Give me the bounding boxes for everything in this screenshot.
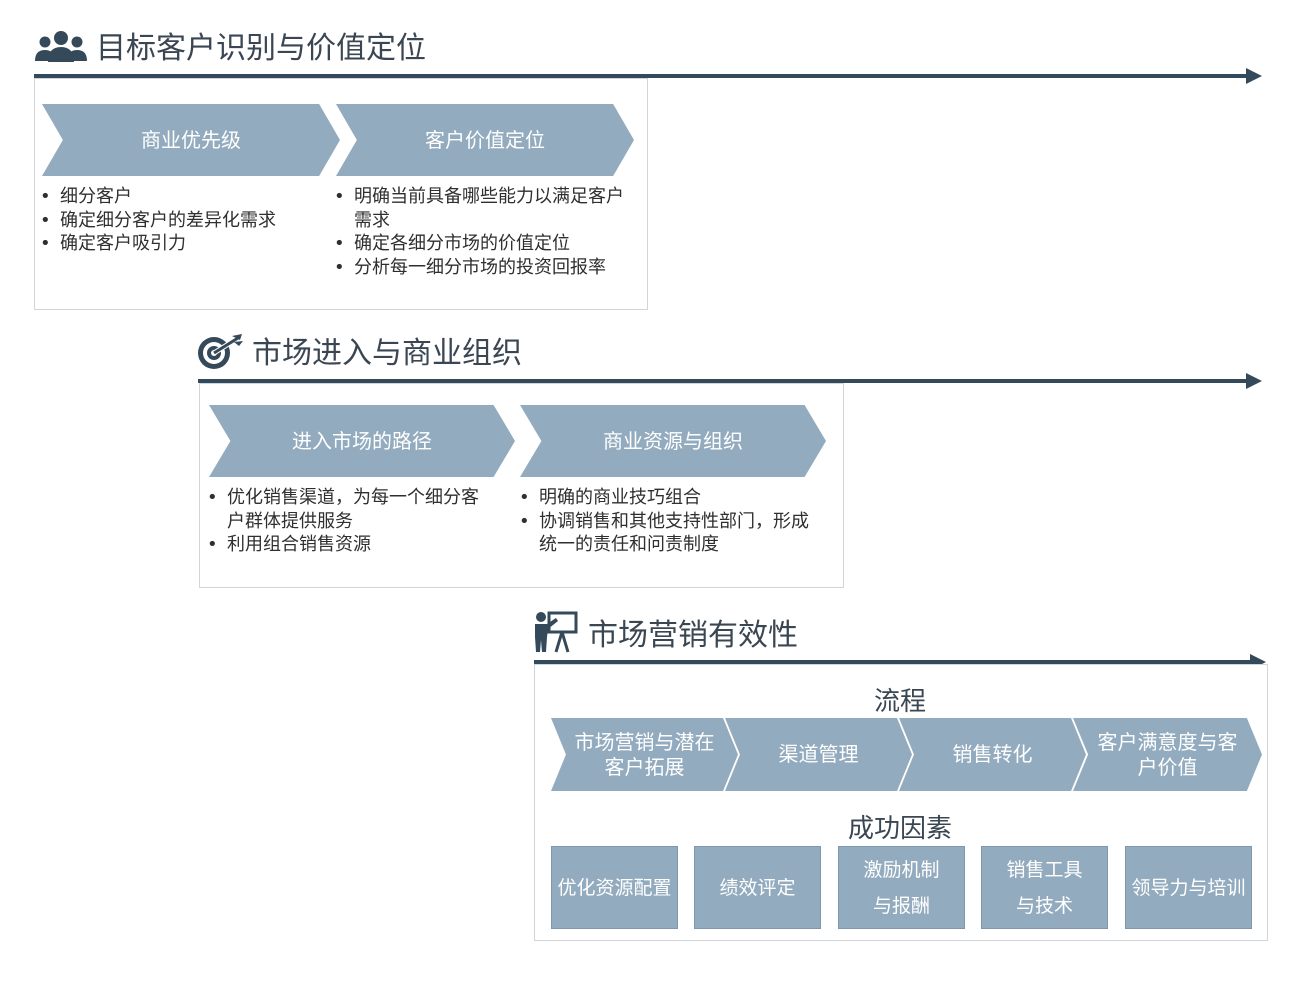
section2-arrow (198, 379, 1246, 383)
section2-bullets-2: 明确的商业技巧组合 协调销售和其他支持性部门，形成统一的责任和问责制度 (519, 486, 819, 557)
presenter-icon (532, 610, 580, 654)
section2-arrow-head (1246, 373, 1262, 389)
users-icon (34, 30, 88, 62)
section3-title: 市场营销有效性 (588, 618, 798, 653)
section1-title: 目标客户识别与价值定位 (96, 31, 426, 66)
list-item: 明确的商业技巧组合 (519, 486, 819, 510)
process-title: 流程 (873, 687, 926, 717)
chevron-business-resources: 商业资源与组织 (520, 405, 826, 477)
list-item: 明确当前具备哪些能力以满足客户需求 (334, 185, 634, 232)
chevron-business-priority: 商业优先级 (42, 104, 340, 176)
chevron-customer-value: 客户价值定位 (336, 104, 634, 176)
factor-sales-tools: 销售工具与技术 (981, 846, 1108, 929)
chevron-process-conversion: 销售转化 (899, 718, 1086, 791)
factors-title: 成功因素 (847, 814, 952, 844)
chevron-process-satisfaction: 客户满意度与客户价值 (1073, 718, 1262, 791)
list-item: 确定细分客户的差异化需求 (40, 209, 330, 233)
list-item: 确定客户吸引力 (40, 232, 330, 256)
chevron-process-marketing: 市场营销与潜在客户拓展 (551, 718, 738, 791)
section3-arrow (534, 660, 1250, 664)
section1-bullets-2: 明确当前具备哪些能力以满足客户需求 确定各细分市场的价值定位 分析每一细分市场的… (334, 185, 634, 279)
list-item: 分析每一细分市场的投资回报率 (334, 256, 634, 280)
list-item: 细分客户 (40, 185, 330, 209)
section2-title: 市场进入与商业组织 (252, 336, 522, 371)
factor-resource-allocation: 优化资源配置 (551, 846, 678, 929)
factor-incentives: 激励机制与报酬 (838, 846, 965, 929)
section1-arrow-head (1246, 68, 1262, 84)
section1-arrow (34, 74, 1246, 78)
section1-bullets-1: 细分客户 确定细分客户的差异化需求 确定客户吸引力 (40, 185, 330, 256)
list-item: 优化销售渠道，为每一个细分客户群体提供服务 (207, 486, 485, 533)
list-item: 协调销售和其他支持性部门，形成统一的责任和问责制度 (519, 510, 819, 557)
target-icon (196, 332, 244, 372)
factor-performance: 绩效评定 (694, 846, 821, 929)
section2-bullets-1: 优化销售渠道，为每一个细分客户群体提供服务 利用组合销售资源 (207, 486, 485, 557)
list-item: 确定各细分市场的价值定位 (334, 232, 634, 256)
chevron-market-entry: 进入市场的路径 (209, 405, 515, 477)
list-item: 利用组合销售资源 (207, 533, 485, 557)
chevron-process-channel: 渠道管理 (725, 718, 912, 791)
factor-leadership: 领导力与培训 (1125, 846, 1252, 929)
